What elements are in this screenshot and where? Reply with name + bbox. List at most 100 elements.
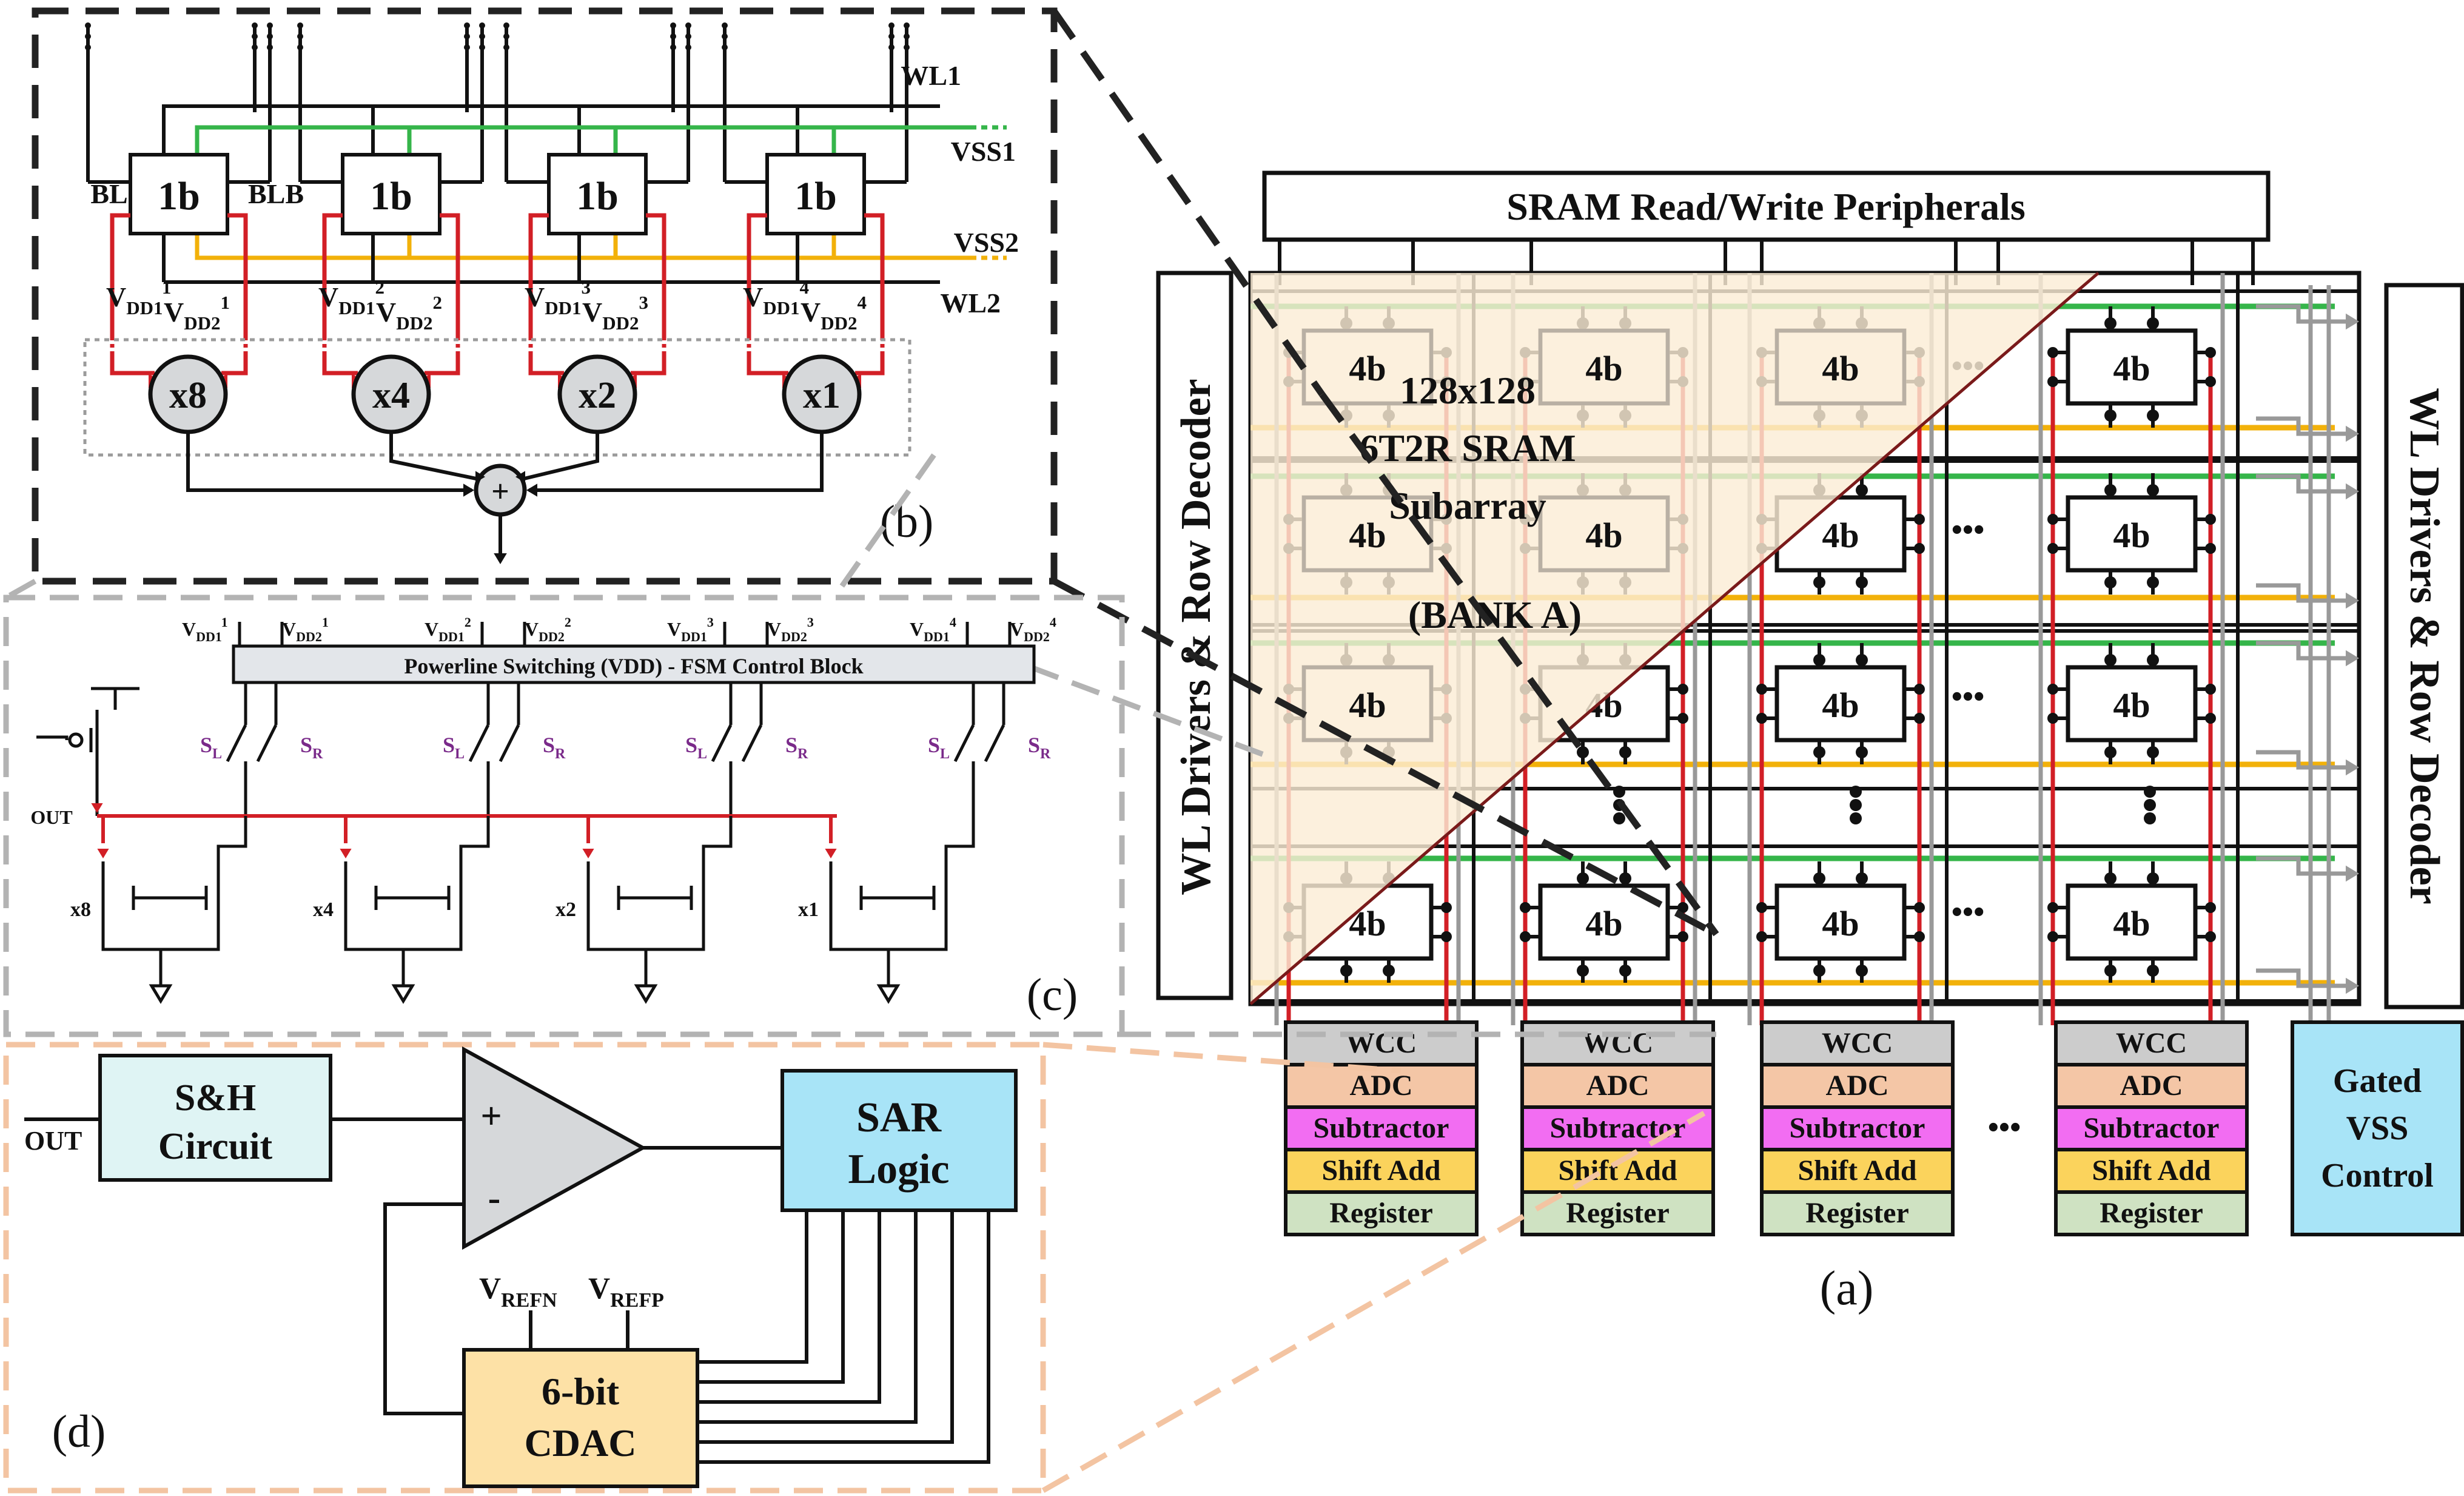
cell-pin-dot [1677,713,1688,724]
vdd1-line [110,213,130,337]
vdd2-route [855,352,885,376]
mirror-drain2 [702,816,733,861]
sum-arrow [475,471,485,483]
switch-sl-label: SL [200,733,222,762]
decoder-feed [2256,304,2335,324]
mirror-weight-label: x4 [313,898,334,921]
cell-pin-dot [2205,902,2216,913]
continuation-dot [297,22,303,29]
cell-pin-dot [1619,746,1631,758]
column-ellipsis: ••• [1952,513,1985,547]
switch-sl-label: SL [928,733,950,762]
cell-pin-dot [1813,746,1825,758]
sum-output-arrow [494,553,507,564]
wl-driver-left-box [1156,271,1234,1000]
panel-c-frame [3,595,1125,1037]
cell-pin-dot [2104,484,2117,496]
row-ellipsis-dot [1850,812,1862,824]
row-ellipsis-dot [2144,799,2156,811]
cell-pin-dot [1756,713,1767,724]
vdd2-label: VDD22 [525,615,571,644]
stack-label: ADC [1826,1070,1889,1102]
mirror-weight-label: x1 [798,898,819,921]
cell-pin-dot [2205,376,2216,387]
cell-4b-box [1774,883,1907,961]
cell-4b-faded [1302,665,1433,742]
cell-4b-label: 4b [1822,686,1859,725]
cell-pin-dot [1856,484,1868,496]
stack-label: Shift Add [2092,1154,2211,1187]
comp-minus: - [488,1178,501,1219]
cell-pin-dot [1619,965,1631,977]
ground-icon [876,984,901,1004]
stack-label: Subtractor [1314,1112,1449,1144]
sh-label: S&H [175,1077,256,1119]
subarray-size-label: 128x128 [1400,369,1536,412]
cell-4b-label: 4b [2113,349,2150,388]
cell-pin-dot [1383,965,1395,977]
vdd2-line [864,213,885,337]
cell-4b-box [2066,665,2198,743]
continuation-dot [722,44,728,50]
vss2-label: VSS2 [954,227,1019,258]
cell-pin-dot [1619,872,1631,884]
mirror-source [101,928,220,951]
continuation-dot [685,44,691,50]
cell-4b-faded-label: 4b [1822,349,1859,388]
cdac-label: CDAC [525,1421,637,1464]
cell-pin-dot [1677,902,1688,913]
bank-label: (BANK A) [1408,593,1582,636]
cell-pin-dot [2147,409,2159,422]
sar-control-line [697,1210,881,1404]
continuation-dot [503,44,509,50]
cell-pin-dot [1577,872,1589,884]
zoom-line [1041,1111,1706,1493]
cell-pin-dot [1520,902,1531,913]
cell-4b-faded-label: 4b [1585,349,1622,388]
cell-1b-box [129,153,229,235]
vdd1-line [322,213,343,337]
row-ellipsis-dot [1850,799,1862,811]
mirror-source [586,928,705,951]
stack-label: Subtractor [1550,1112,1686,1144]
stack-block-wcc [2054,1020,2249,1066]
vdd2-label: VDD21 [282,615,329,644]
vrefn-label: VREFN [479,1271,557,1312]
sar-control-line [697,1210,808,1364]
stack-block-subtractor [1284,1105,1479,1151]
weight-label: x8 [169,375,207,416]
vdd1-label: VDD13 [525,277,591,318]
subarray-type-label: 6T2R SRAM [1359,426,1576,470]
stack-block-register [2054,1190,2249,1236]
vdd2-label: VDD24 [801,292,867,334]
gated-vss-label: VSS [2346,1110,2409,1147]
cell-pin-dot [1813,654,1825,666]
row-ellipsis-dot [1613,786,1625,798]
stack-label: ADC [2120,1070,2183,1102]
continuation-dot [297,44,303,50]
sum-arrow [463,484,474,497]
decoder-arrow [2346,650,2359,667]
cell-4b-label: 4b [2113,904,2150,943]
panel-b-label: (b) [880,496,934,547]
ground-icon [634,984,658,1004]
zoom-line [4,579,37,600]
stack-label: Register [2100,1197,2203,1229]
column-ellipsis: ••• [1952,895,1985,929]
vdd2-line [440,213,460,337]
cell-pin-dot [1856,872,1868,884]
switch-sr [984,724,1005,763]
cdac-box [462,1348,699,1488]
continuation-dot [904,22,910,29]
cell-pin-dot [2047,931,2058,942]
mirror-arrow [340,849,352,858]
stack-block-subtractor [1760,1105,1955,1151]
continuation-dot [685,33,691,39]
cell-pin-dot [1856,576,1868,588]
cell-pin-dot [2205,684,2216,695]
cell-4b-box [2066,328,2198,406]
cell-4b-label: 4b [1822,904,1859,943]
panel-a-label: (a) [1820,1262,1874,1315]
blb-label: BLB [248,178,304,209]
weight-label: x2 [579,375,616,416]
